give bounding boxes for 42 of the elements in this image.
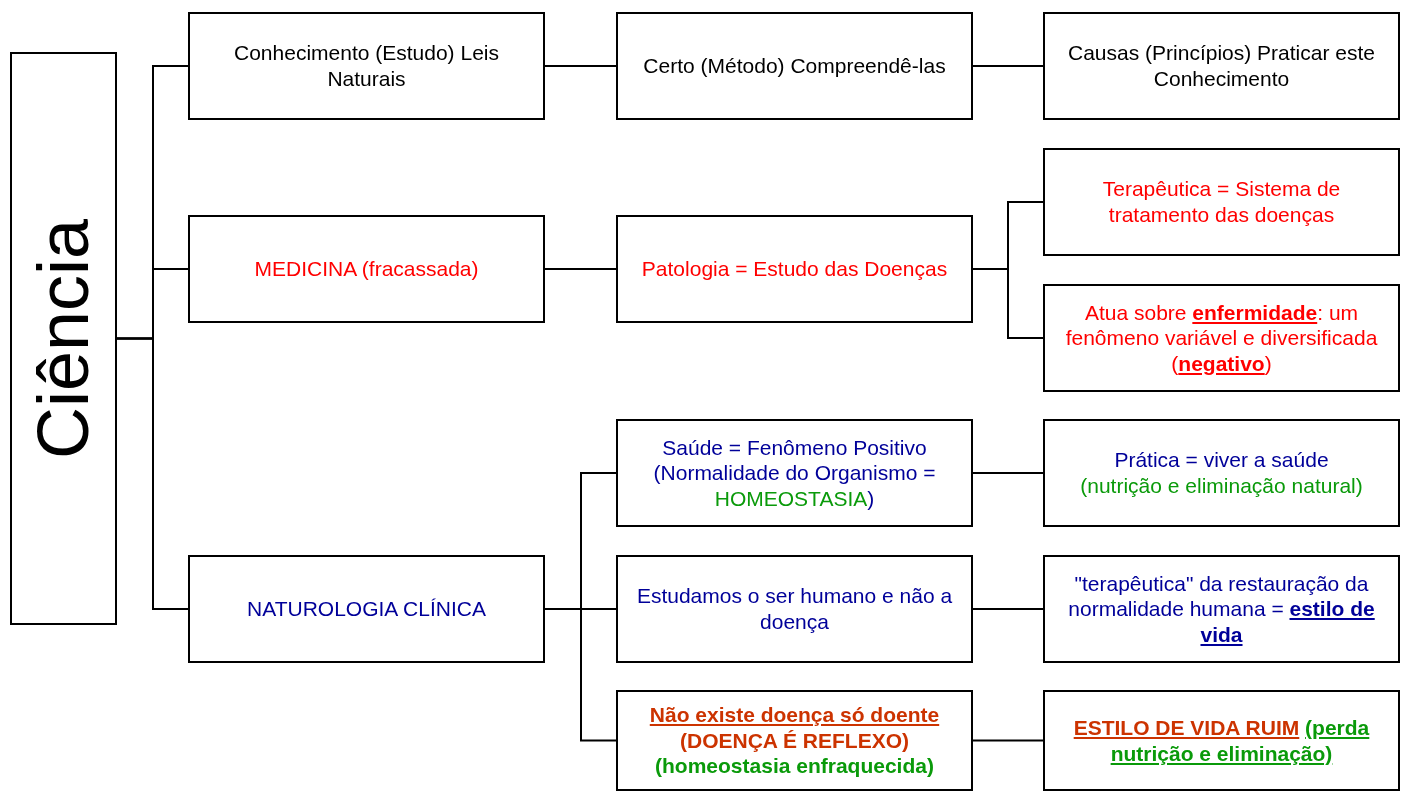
concept-box xyxy=(1043,690,1400,791)
node-text: Terapêutica = Sistema de tratamento das doenças xyxy=(1101,176,1342,228)
concept-box xyxy=(616,690,973,791)
concept-box xyxy=(616,12,973,120)
node-text: Causas (Princípios) Praticar este Conhecimento xyxy=(1067,40,1376,92)
concept-box xyxy=(616,419,973,527)
concept-box xyxy=(616,215,973,323)
node-text: Atua sobre enfermidade: um fenômeno variável e diversificada (negativo) xyxy=(1064,299,1379,377)
connector-line xyxy=(544,268,617,270)
node-text: Prática = viver a saúde xyxy=(1114,447,1329,473)
node-text: Estudamos o ser humano e não a doença xyxy=(635,583,954,635)
node-text: Saúde = Fenômeno Positivo (Normalidade do Organismo = HOMEOSTASIA) xyxy=(652,434,937,512)
node-text: (nutrição e eliminação natural) xyxy=(1080,473,1363,499)
node-text: (DOENÇA É REFLEXO) xyxy=(679,727,910,754)
connector-line xyxy=(972,268,1044,339)
concept-box xyxy=(1043,555,1400,663)
concept-box xyxy=(188,555,545,663)
connector-line xyxy=(116,337,189,610)
connector-line xyxy=(972,472,1044,474)
connector-line xyxy=(544,608,617,742)
connector-line xyxy=(972,65,1044,67)
node-text: ESTILO DE VIDA RUIM (perda nutrição e eliminação) xyxy=(1072,714,1371,767)
concept-box xyxy=(1043,148,1400,256)
node-text: "terapêutica" da restauração da normalidade humana = estilo de vida xyxy=(1067,570,1376,648)
connector-line xyxy=(972,608,1044,610)
concept-box xyxy=(188,12,545,120)
node-text: Não existe doença só doente xyxy=(649,702,940,728)
concept-box xyxy=(1043,419,1400,527)
connector-line xyxy=(972,739,1044,742)
concept-box xyxy=(1043,12,1400,120)
concept-box xyxy=(616,555,973,663)
node-text: NATUROLOGIA CLÍNICA xyxy=(247,596,486,622)
title-text: Ciência xyxy=(27,218,100,459)
title-box xyxy=(10,52,117,625)
concept-box xyxy=(1043,284,1400,392)
node-text: Patologia = Estudo das Doenças xyxy=(641,256,948,282)
node-text: Conhecimento (Estudo) Leis Naturais xyxy=(233,40,500,92)
concept-box xyxy=(188,215,545,323)
node-text: Certo (Método) Compreendê-las xyxy=(643,53,946,79)
node-text: MEDICINA (fracassada) xyxy=(254,256,479,282)
connector-line xyxy=(544,65,617,67)
node-text: (homeostasia enfraquecida) xyxy=(655,753,934,779)
